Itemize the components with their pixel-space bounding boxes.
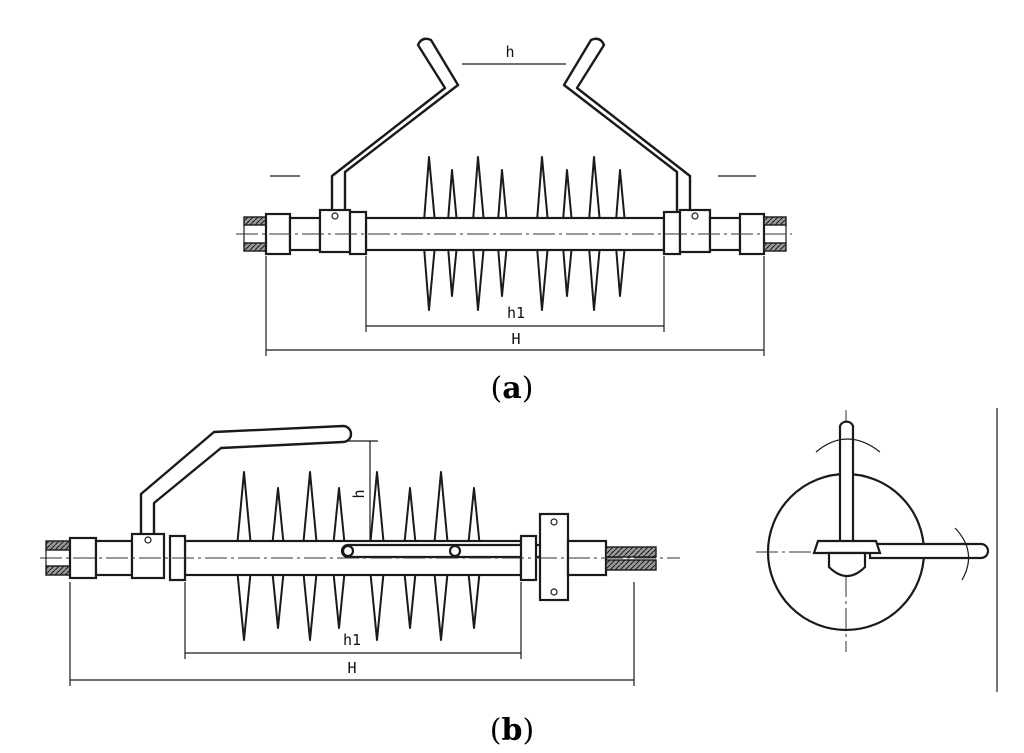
panel-b-dim-H-label: H bbox=[347, 659, 356, 677]
panel-b: h h1 H (b) bbox=[40, 408, 998, 748]
panel-a-dim-h: h bbox=[462, 43, 566, 65]
panel-a-dim-H-label: H bbox=[511, 330, 520, 348]
panel-b-dim-h1-label: h1 bbox=[343, 631, 361, 649]
panel-b-side-view bbox=[756, 408, 998, 692]
panel-b-dim-h: h bbox=[346, 440, 378, 542]
panel-b-side-view-fitting-top bbox=[812, 539, 882, 555]
panel-a: h h1 H (a) bbox=[236, 37, 792, 406]
panel-b-dim-H: H bbox=[69, 582, 635, 686]
panel-b-side-view-fitting-bottom bbox=[827, 551, 867, 578]
panel-b-side-view-rotation-arc-right bbox=[954, 527, 970, 581]
panel-a-end-fitting-right bbox=[662, 208, 787, 256]
panel-a-dim-h-label: h bbox=[505, 43, 514, 61]
panel-b-side-view-arm-horizontal bbox=[868, 542, 990, 560]
panel-a-dim-H: H bbox=[265, 256, 765, 356]
panel-a-dim-h1-label: h1 bbox=[507, 304, 525, 322]
panel-a-arm-left bbox=[330, 37, 460, 214]
panel-b-side-view-arm-vertical bbox=[838, 420, 855, 554]
panel-b-end-fitting-right bbox=[519, 512, 657, 602]
panel-b-caption: (b) bbox=[490, 713, 534, 748]
panel-a-end-fitting-left bbox=[243, 208, 368, 256]
panel-b-arm bbox=[139, 424, 353, 538]
panel-b-end-fitting-left bbox=[45, 532, 187, 582]
panel-a-caption: (a) bbox=[491, 371, 534, 406]
panel-a-dim-h1: h1 bbox=[365, 256, 665, 332]
panel-a-arm-right bbox=[562, 37, 692, 214]
panel-b-dim-h1: h1 bbox=[184, 582, 522, 659]
panel-b-side-view-rotation-arc-top bbox=[815, 438, 881, 453]
panel-b-dim-h-label: h bbox=[350, 489, 368, 498]
